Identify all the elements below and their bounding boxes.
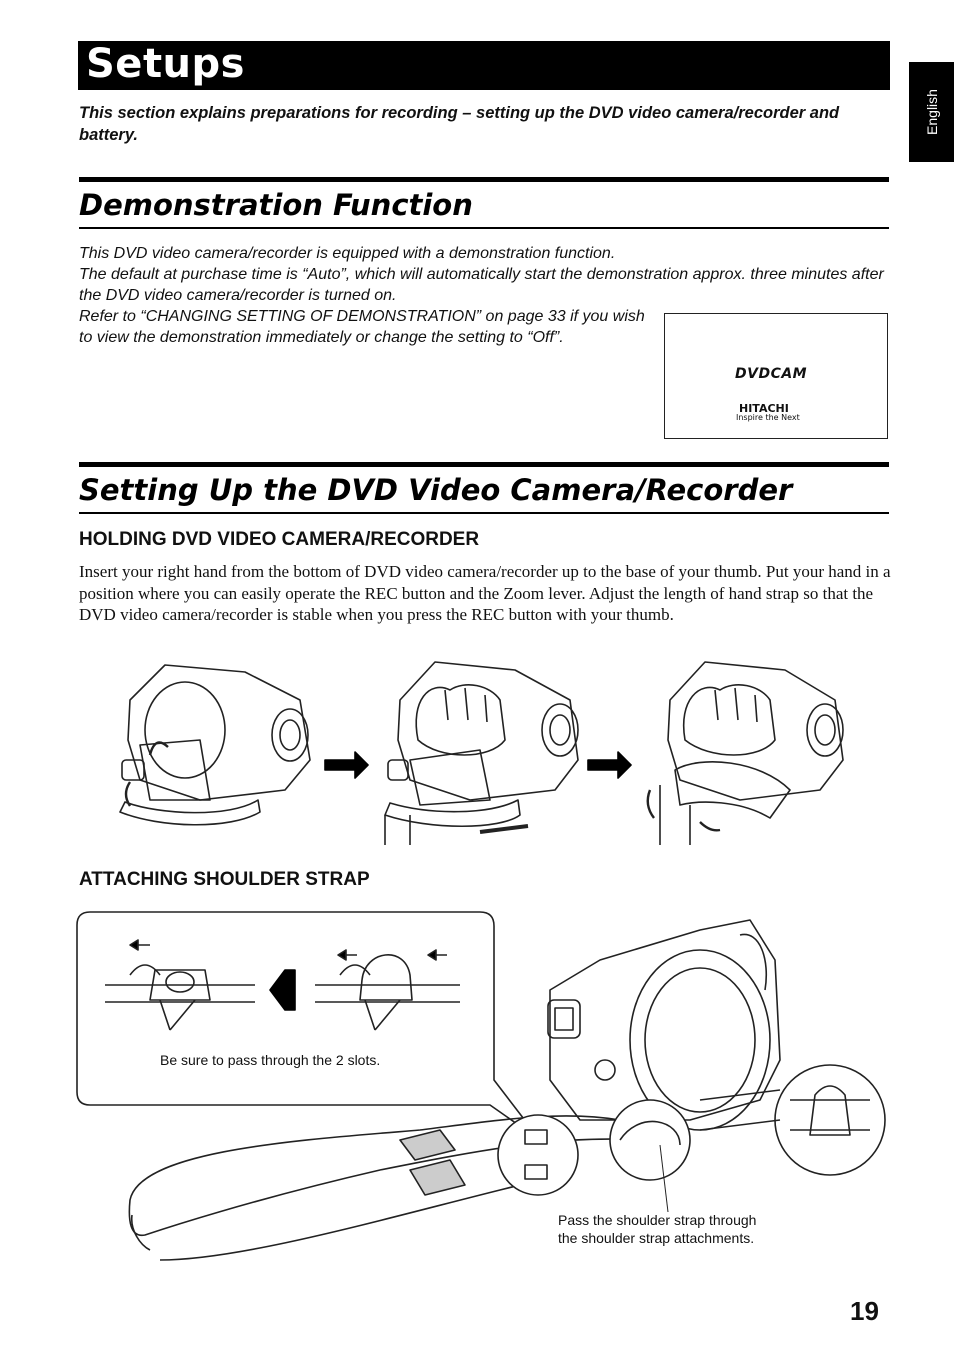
demonstration-line3: Refer to “CHANGING SETTING OF DEMONSTRAT… — [79, 308, 645, 346]
setup-heading: Setting Up the DVD Video Camera/Recorder — [79, 473, 793, 507]
slot-detail-right — [315, 949, 460, 1031]
magnifier-left — [497, 1114, 579, 1196]
demonstration-heading: Demonstration Function — [79, 188, 473, 222]
camera-illustration-1 — [119, 664, 311, 826]
title-bar — [78, 41, 890, 90]
language-tab — [909, 62, 954, 162]
attach-caption-line1: Pass the shoulder strap through — [558, 1212, 757, 1228]
heading-rule-top — [79, 177, 889, 182]
demonstration-line2: The default at purchase time is “Auto”, … — [79, 266, 884, 304]
strap-heading: ATTACHING SHOULDER STRAP — [79, 869, 370, 890]
page-title: Setups — [86, 41, 245, 87]
slot-detail-left — [105, 939, 255, 1031]
page-number: 19 — [850, 1296, 879, 1326]
shoulder-strap — [128, 1115, 641, 1236]
camera-illustration-3 — [646, 661, 844, 845]
hitachi-tagline: Inspire the Next — [736, 413, 800, 422]
callout-box — [76, 911, 541, 1141]
camera-illustration-2 — [384, 661, 579, 845]
demonstration-line1: This DVD video camera/recorder is equipp… — [79, 245, 616, 262]
hitachi-logo: HITACHI — [739, 402, 789, 415]
heading-rule-bottom — [79, 227, 889, 229]
attach-caption-line2: the shoulder strap attachments. — [558, 1230, 755, 1246]
dvdcam-logo: DVDCAM — [735, 366, 808, 382]
setup-rule-bottom — [79, 512, 889, 514]
setup-rule-top — [79, 462, 889, 467]
holding-heading: HOLDING DVD VIDEO CAMERA/RECORDER — [79, 529, 480, 550]
demonstration-screen: DVDCAM HITACHI Inspire the Next — [664, 313, 888, 439]
camera-body-illustration — [547, 919, 781, 1131]
magnifier-center — [609, 1099, 691, 1181]
holding-text: Insert your right hand from the bottom o… — [79, 562, 891, 624]
slots-caption: Be sure to pass through the 2 slots. — [160, 1052, 381, 1068]
section-intro: This section explains preparations for r… — [79, 104, 840, 144]
magnifier-right — [774, 1064, 886, 1176]
